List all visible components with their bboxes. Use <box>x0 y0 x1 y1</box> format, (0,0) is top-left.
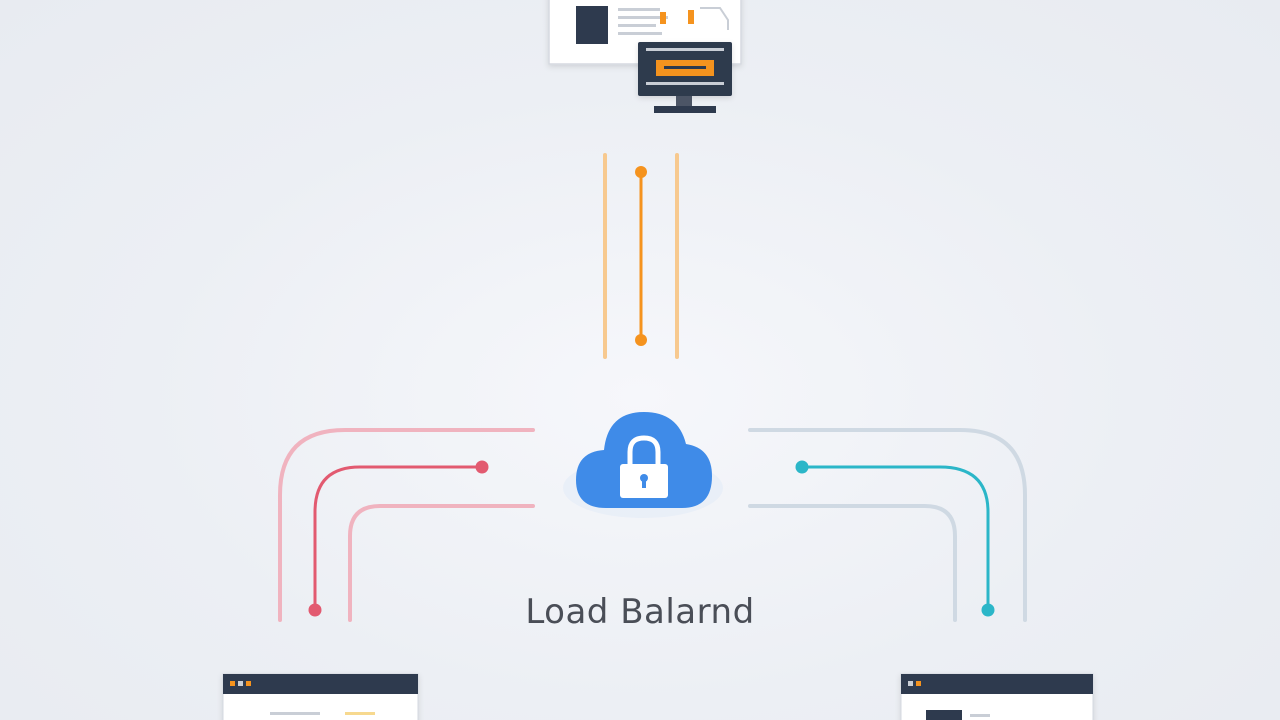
cloud-lock-icon <box>563 412 723 518</box>
bottom-left-server-icon <box>222 673 419 720</box>
connector-node <box>635 334 647 346</box>
connector-node <box>795 460 809 474</box>
left-connector <box>278 428 535 622</box>
connector-node <box>308 603 322 617</box>
connector-node <box>475 460 489 474</box>
bottom-right-server-icon <box>900 673 1094 720</box>
right-connector <box>748 428 1027 622</box>
load-balancer-label: Load Balarnd <box>525 592 755 632</box>
top-connector <box>603 153 679 359</box>
connector-node <box>635 166 647 178</box>
client-computer-icon <box>548 0 742 113</box>
connector-node <box>981 603 995 617</box>
